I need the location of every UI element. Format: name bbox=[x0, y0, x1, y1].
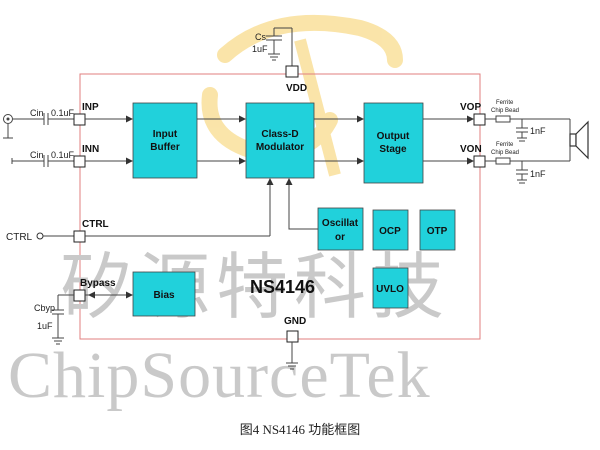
von-pin bbox=[473, 155, 486, 168]
ctrl-pin bbox=[73, 230, 86, 243]
watermark-english: ChipSourceTek bbox=[8, 339, 431, 412]
input-buffer-label-2: Buffer bbox=[150, 142, 180, 153]
speaker-icon bbox=[569, 120, 589, 160]
cin-inn-name: Cin bbox=[30, 150, 44, 160]
cin-inp-name: Cin bbox=[30, 108, 44, 118]
input-buffer-block bbox=[132, 102, 198, 179]
otp-label: OTP bbox=[427, 226, 448, 237]
bypass-pin bbox=[73, 289, 86, 302]
cin-inp-value: 0.1uF bbox=[51, 108, 75, 118]
oscillator-block bbox=[317, 207, 364, 251]
inn-pin bbox=[73, 155, 86, 168]
inp-label: INP bbox=[82, 102, 99, 113]
uvlo-label: UVLO bbox=[376, 284, 404, 295]
class-d-label-2: Modulator bbox=[256, 142, 304, 153]
otp-block bbox=[419, 209, 456, 251]
cin-inn-value: 0.1uF bbox=[51, 150, 75, 160]
bias-block bbox=[132, 271, 196, 317]
ferrite-bead-top bbox=[495, 115, 511, 123]
output-stage-label-2: Stage bbox=[379, 144, 407, 155]
cs-value: 1uF bbox=[252, 44, 268, 54]
cbyp-value: 1uF bbox=[37, 321, 53, 331]
gnd-label: GND bbox=[284, 316, 306, 327]
vop-label: VOP bbox=[460, 102, 481, 113]
inp-input: Cin 0.1uF INP bbox=[3, 102, 99, 139]
gnd-pin bbox=[286, 330, 299, 343]
oscillator-label-2: or bbox=[335, 232, 345, 243]
ferrite-bottom-1: Ferrite bbox=[496, 142, 514, 148]
chip-border bbox=[79, 73, 481, 340]
inn-label: INN bbox=[82, 144, 99, 155]
input-buffer-label-1: Input bbox=[153, 129, 178, 140]
chip-name: NS4146 bbox=[250, 277, 315, 297]
figure-caption: 图4 NS4146 功能框图 bbox=[240, 422, 361, 437]
cs-name: Cs bbox=[255, 32, 266, 42]
output-stage-label-1: Output bbox=[377, 131, 410, 142]
inn-input: Cin 0.1uF INN bbox=[11, 144, 99, 168]
output-network: VOP VON Ferrite Chip Bead Ferrite Chip B… bbox=[423, 100, 589, 184]
class-d-label-1: Class-D bbox=[261, 129, 298, 140]
uvlo-block bbox=[372, 267, 409, 309]
ferrite-top-2: Chip Bead bbox=[491, 108, 519, 114]
bypass-label: Bypass bbox=[80, 278, 116, 289]
vop-pin bbox=[473, 113, 486, 126]
ctrl-label: CTRL bbox=[82, 219, 109, 230]
ferrite-bottom-2: Chip Bead bbox=[491, 150, 519, 156]
vdd-supply: Cs 1uF VDD bbox=[252, 27, 307, 94]
ctrl-external-label: CTRL bbox=[6, 232, 33, 243]
ferrite-top-1: Ferrite bbox=[496, 100, 514, 106]
output-stage-block bbox=[363, 102, 424, 184]
class-d-modulator-block bbox=[245, 102, 315, 179]
vdd-label: VDD bbox=[286, 83, 307, 94]
von-label: VON bbox=[460, 144, 482, 155]
cap-top-value: 1nF bbox=[530, 126, 546, 136]
bias-label: Bias bbox=[153, 290, 175, 301]
ctrl-input: CTRL CTRL bbox=[6, 178, 274, 243]
ocp-block bbox=[372, 209, 409, 251]
ferrite-bead-bottom bbox=[495, 157, 511, 165]
cap-bottom-value: 1nF bbox=[530, 169, 546, 179]
oscillator-label-1: Oscillat bbox=[322, 218, 359, 229]
gnd-supply: GND bbox=[284, 316, 306, 370]
vdd-pin bbox=[285, 65, 299, 78]
bypass-network: Bypass Cbyp 1uF bbox=[34, 278, 133, 345]
ocp-label: OCP bbox=[379, 226, 401, 237]
inp-pin bbox=[73, 113, 86, 126]
cbyp-name: Cbyp bbox=[34, 303, 55, 313]
